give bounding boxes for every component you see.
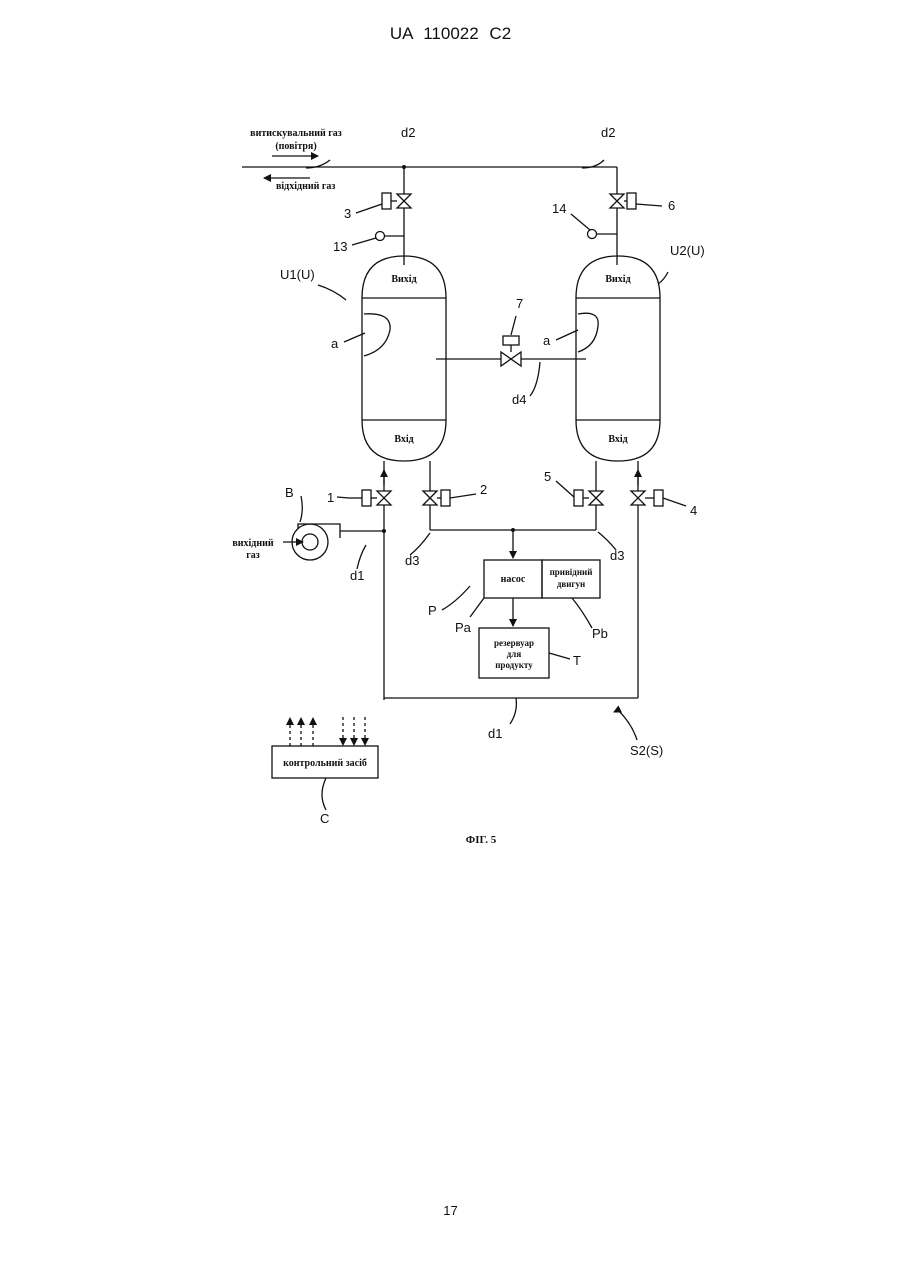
ref-gauge-13: 13 xyxy=(333,239,347,254)
adsorption-tank-u1 xyxy=(362,256,446,461)
valve-2-actuator xyxy=(441,490,450,506)
ref-u2: U2(U) xyxy=(670,243,705,258)
controller-label: контрольний засіб xyxy=(283,758,367,769)
ref-valve-3: 3 xyxy=(344,206,351,221)
valve-6 xyxy=(610,194,624,208)
ref-u1: U1(U) xyxy=(280,267,315,282)
ref-valve-1: 1 xyxy=(327,490,334,505)
valve-1-actuator xyxy=(362,490,371,506)
ref-reservoir: T xyxy=(573,653,581,668)
tank-u2-outlet-label: Вихід xyxy=(605,274,630,285)
valve-1 xyxy=(377,491,391,505)
valve-3 xyxy=(397,194,411,208)
ref-d4: d4 xyxy=(512,392,526,407)
valve-5 xyxy=(589,491,603,505)
motor-label-2: двигун xyxy=(557,579,585,589)
figure-caption: ФІГ. 5 xyxy=(466,834,497,846)
ref-valve-6: 6 xyxy=(668,198,675,213)
valve-4 xyxy=(631,491,645,505)
pump-label: насос xyxy=(501,574,526,585)
ref-blower: B xyxy=(285,485,294,500)
valve-3-actuator xyxy=(382,193,391,209)
ref-d3-right: d3 xyxy=(610,548,624,563)
ref-d2-left: d2 xyxy=(401,125,415,140)
valve-5-actuator xyxy=(574,490,583,506)
page-number: 17 xyxy=(0,1203,901,1218)
pressure-gauge-14 xyxy=(588,230,597,239)
purge-gas-label-1: витискувальний газ xyxy=(250,128,342,139)
ref-d3-left: d3 xyxy=(405,553,419,568)
ref-d1-bottom: d1 xyxy=(488,726,502,741)
ref-gauge-14: 14 xyxy=(552,201,566,216)
ref-valve-5: 5 xyxy=(544,469,551,484)
tank-u1-outlet-label: Вихід xyxy=(391,274,416,285)
ref-controller: C xyxy=(320,811,329,826)
valve-7-actuator xyxy=(503,336,519,345)
reservoir-label-3: продукту xyxy=(495,660,533,670)
exhaust-gas-label: відхідний газ xyxy=(276,181,335,192)
adsorption-tank-u2 xyxy=(576,256,660,461)
reservoir-label-2: для xyxy=(507,649,522,659)
pressure-gauge-13 xyxy=(376,232,385,241)
motor-label-1: привідний xyxy=(550,567,593,577)
blower-icon xyxy=(283,524,384,560)
inlet-gas-label-1: вихідний xyxy=(232,538,274,549)
ref-adsorbent-left: a xyxy=(331,336,339,351)
ref-pa: Pa xyxy=(455,620,472,635)
ref-pump-unit: P xyxy=(428,603,437,618)
ref-adsorbent-right: a xyxy=(543,333,551,348)
ref-s2: S2(S) xyxy=(630,743,663,758)
tank-u1-inlet-label: Вхід xyxy=(394,434,413,445)
ref-d2-right: d2 xyxy=(601,125,615,140)
valve-4-actuator xyxy=(654,490,663,506)
valve-2 xyxy=(423,491,437,505)
inlet-gas-label-2: газ xyxy=(246,550,260,561)
valve-6-actuator xyxy=(627,193,636,209)
ref-valve-7: 7 xyxy=(516,296,523,311)
controller-output-arrows xyxy=(290,718,313,746)
purge-gas-label-2: (повітря) xyxy=(275,141,316,152)
valve-7 xyxy=(501,352,521,366)
ref-d1-left: d1 xyxy=(350,568,364,583)
tank-u2-inlet-label: Вхід xyxy=(608,434,627,445)
controller-input-arrows xyxy=(343,717,365,745)
ref-pb: Pb xyxy=(592,626,608,641)
ref-valve-4: 4 xyxy=(690,503,697,518)
reservoir-label-1: резервуар xyxy=(494,638,534,648)
ref-valve-2: 2 xyxy=(480,482,487,497)
